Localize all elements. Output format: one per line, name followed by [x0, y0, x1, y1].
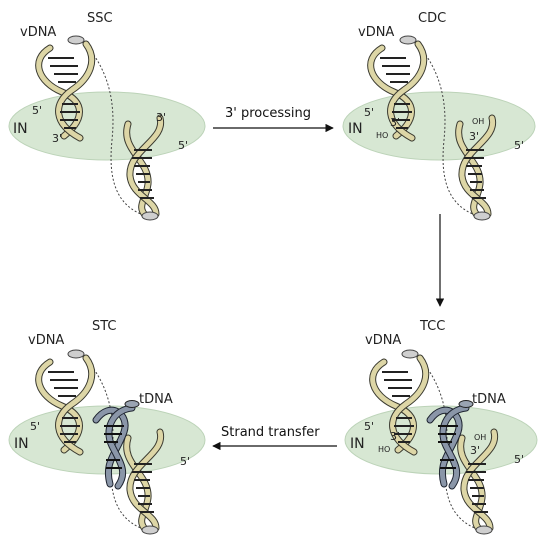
- end3-right-cdc: 3': [469, 130, 479, 143]
- vdna-label-ssc: vDNA: [20, 25, 56, 40]
- arrow-processing: 3' processing: [213, 106, 334, 133]
- title-tcc: TCC: [419, 319, 445, 334]
- vdna-label-tcc: vDNA: [365, 333, 401, 348]
- ho-left-cdc: HO: [376, 131, 388, 140]
- arrow-transfer: Strand transfer: [212, 425, 337, 451]
- panel-tcc: vDNA TCC tDNA IN 5' 3' HO OH 3' 5': [344, 319, 538, 534]
- in-label-stc: IN: [14, 436, 29, 452]
- end5-top-stc: 5': [30, 420, 40, 433]
- in-label-cdc: IN: [348, 121, 363, 137]
- arrow-processing-label: 3' processing: [225, 106, 311, 121]
- vdna-label-stc: vDNA: [28, 333, 64, 348]
- end3-right-tcc: 3': [470, 444, 480, 457]
- end5-right-ssc: 5': [178, 139, 188, 152]
- tdna-label-tcc: tDNA: [472, 392, 506, 407]
- end5-right-cdc: 5': [514, 139, 524, 152]
- end3-left-cdc: 3': [390, 116, 400, 129]
- end5-right-tcc: 5': [514, 453, 524, 466]
- title-stc: STC: [92, 319, 117, 334]
- title-ssc: SSC: [87, 11, 113, 26]
- ho-left-tcc: HO: [378, 445, 390, 454]
- end5-top-tcc: 5': [364, 420, 374, 433]
- linker-ssc: [83, 41, 147, 217]
- membrane-cdc: [342, 91, 536, 161]
- end5-right-stc: 5': [180, 455, 190, 468]
- linker-cdc: [415, 41, 479, 217]
- end3-top-ssc: 3': [52, 132, 62, 145]
- end3-right-ssc: 3': [156, 111, 166, 124]
- panel-stc: vDNA STC tDNA IN 5' 5': [8, 319, 206, 534]
- end5-top-cdc: 5': [364, 106, 374, 119]
- in-label-tcc: IN: [350, 436, 365, 452]
- end5-top-ssc: 5': [32, 104, 42, 117]
- panel-cdc: vDNA CDC IN 5' 3' HO OH 3' 5': [342, 11, 536, 220]
- in-label-ssc: IN: [13, 121, 28, 137]
- oh-right-tcc: OH: [474, 433, 486, 442]
- tdna-label-stc: tDNA: [139, 392, 173, 407]
- title-cdc: CDC: [418, 11, 446, 26]
- oh-right-cdc: OH: [472, 117, 484, 126]
- arrow-transfer-label: Strand transfer: [221, 425, 320, 440]
- panel-ssc: vDNA SSC IN 5' 3' 3' 5': [8, 11, 206, 220]
- membrane-ssc: [8, 91, 206, 161]
- end3-left-tcc: 3': [390, 430, 400, 443]
- vdna-label-cdc: vDNA: [358, 25, 394, 40]
